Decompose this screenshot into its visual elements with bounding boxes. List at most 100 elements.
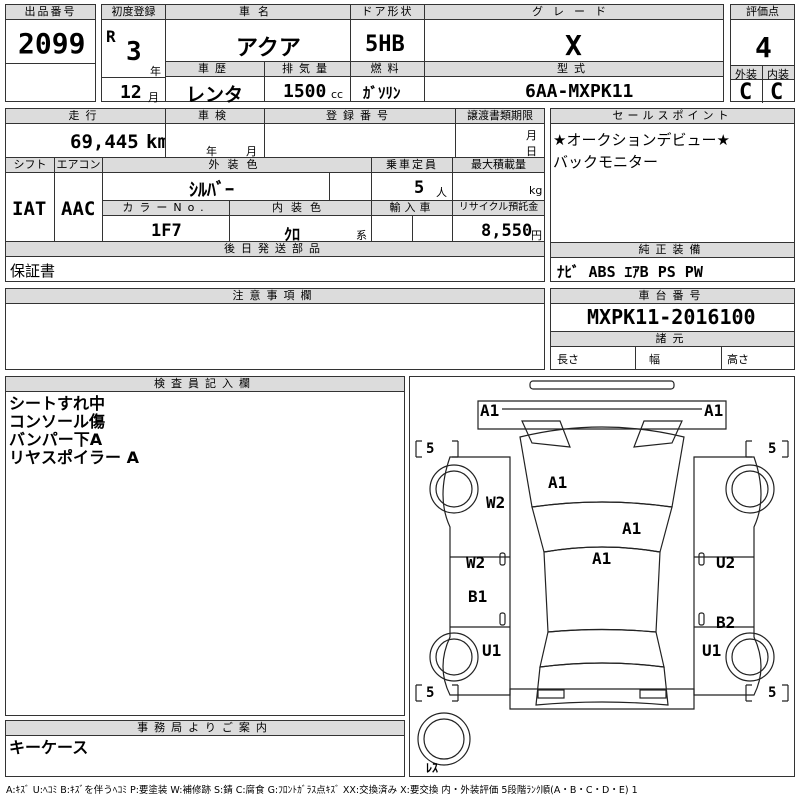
mileage-value: 69,445: [70, 131, 139, 153]
notes-cell: 注意事項欄: [5, 288, 545, 370]
max-load-label: 最大積載量: [453, 158, 544, 173]
mark-u1-right: U1: [702, 641, 722, 660]
later-parts-value: 保証書: [10, 262, 56, 280]
mark-a1-hood: A1: [548, 473, 568, 492]
aircon-value: AAC: [61, 198, 96, 220]
displacement-value: 1500: [283, 81, 327, 102]
month-value: 12: [120, 82, 142, 103]
int-color-unit: 系: [356, 229, 367, 242]
inspector-cell: 検査員記入欄 シートすれ中 コンソール傷 バンパー下A リヤスポイラー A: [5, 376, 405, 716]
fuel-value: ｶﾞｿﾘﾝ: [363, 84, 401, 102]
model-cell: 型式 6AA-MXPK11: [424, 61, 724, 102]
ext-color-value: ｼﾙﾊﾞｰ: [189, 180, 234, 201]
office-value: キーケース: [9, 738, 89, 757]
chassis-label: 車台番号: [551, 289, 794, 304]
score-label: 評価点: [731, 5, 794, 20]
transfer-month-unit: 月: [526, 129, 537, 142]
first-registration-label: 初度登録: [102, 5, 165, 20]
inspector-label: 検査員記入欄: [6, 377, 404, 392]
car-diagram: A1 A1 A1 W2 A1 A1 W2 U2 B1 B2 U1 U1 5 5 …: [409, 376, 795, 777]
shift-value: IAT: [12, 198, 47, 220]
max-load-cell: 最大積載量 kg: [452, 157, 545, 201]
chassis-value: MXPK11-2016100: [587, 305, 756, 329]
int-color-cell: 内装色 ｸﾛ 系: [229, 200, 372, 244]
lot-number-cell: 出品番号 2099: [5, 4, 96, 102]
inspection-month-unit: 月: [246, 145, 257, 158]
grade-value: X: [565, 29, 582, 62]
mark-a1-windshield: A1: [622, 519, 642, 538]
inspector-line: コンソール傷: [9, 412, 106, 431]
era-value: R: [106, 27, 116, 46]
shift-cell: シフト IAT: [5, 157, 55, 242]
mark-a1-roof: A1: [592, 549, 612, 568]
shift-label: シフト: [6, 158, 54, 173]
selling-point-line: バックモニター: [553, 153, 659, 171]
registration-label: 登録番号: [265, 109, 455, 124]
door-label: ドア形状: [351, 5, 424, 20]
int-score-value: C: [770, 80, 784, 105]
mark-w2-front-door: W2: [466, 553, 486, 572]
equipment-cell: 純正装備 ﾅﾋﾞ ABS ｴｱB PS PW: [550, 242, 795, 282]
recycle-label: リサイクル預託金: [453, 201, 544, 216]
inspector-line: リヤスポイラー A: [9, 448, 139, 467]
mark-u1-left: U1: [482, 641, 502, 660]
inspector-line: シートすれ中: [9, 394, 106, 413]
int-color-value: ｸﾛ: [284, 225, 301, 244]
spare-tire-status: ﾚｽ: [426, 761, 439, 775]
inspection-cell: 車検 年 月: [165, 108, 265, 158]
mark-u2-front-door: U2: [716, 553, 736, 572]
fuel-cell: 燃料 ｶﾞｿﾘﾝ: [350, 61, 425, 102]
grade-label: グレード: [425, 5, 723, 20]
mark-w2-left: W2: [486, 493, 506, 512]
mileage-cell: 走行 69,445 km: [5, 108, 169, 158]
inspection-year-unit: 年: [206, 145, 217, 158]
inspector-line: バンパー下A: [9, 430, 103, 449]
displacement-cell: 排気量 1500 cc: [264, 61, 351, 102]
mark-b2-rear-door: B2: [716, 613, 736, 632]
ext-score-label: 外装: [735, 68, 757, 81]
inspection-label: 車検: [166, 109, 264, 124]
capacity-label: 乗車定員: [372, 158, 452, 173]
ext-score-value: C: [739, 80, 753, 105]
tire-depth-rear-left: 5: [426, 685, 435, 701]
mark-a1-front-left: A1: [480, 401, 500, 420]
grade-cell: グレード X: [424, 4, 724, 62]
history-label: 車歴: [166, 62, 264, 77]
legend: A:ｷｽﾞ U:ﾍｺﾐ B:ｷｽﾞを伴うﾍｺﾐ P:要塗装 W:補修跡 S:錆 …: [6, 785, 638, 796]
displacement-label: 排気量: [265, 62, 350, 77]
score-value: 4: [755, 31, 772, 64]
equipment-value: ﾅﾋﾞ ABS ｴｱB PS PW: [557, 263, 703, 281]
car-name-value: アクア: [236, 36, 301, 61]
model-value: 6AA-MXPK11: [525, 81, 634, 102]
recycle-cell: リサイクル預託金 8,550 円: [452, 200, 545, 242]
aircon-cell: エアコン AAC: [54, 157, 103, 242]
selling-point-line: ★オークションデビュー★: [553, 131, 730, 149]
equipment-label: 純正装備: [551, 243, 794, 258]
import-label: 輸入車: [372, 201, 452, 216]
month-unit: 月: [148, 91, 159, 104]
color-no-label: カラーNo.: [103, 201, 229, 216]
import-cell: 輸入車: [371, 200, 453, 242]
year-unit: 年: [150, 65, 161, 78]
later-parts-label: 後日発送部品: [6, 242, 544, 257]
recycle-unit: 円: [531, 229, 542, 242]
model-label: 型式: [425, 62, 723, 77]
mileage-unit: km: [146, 131, 169, 153]
transfer-cell: 譲渡書類期限 月 日: [455, 108, 545, 158]
door-cell: ドア形状 5HB: [350, 4, 425, 62]
int-score-label: 内装: [767, 68, 789, 81]
int-color-label: 内装色: [230, 201, 371, 216]
transfer-day-unit: 日: [526, 145, 537, 158]
lot-number-value: 2099: [18, 27, 86, 60]
capacity-cell: 乗車定員 5 人: [371, 157, 453, 201]
capacity-value: 5: [414, 178, 425, 198]
transfer-label: 譲渡書類期限: [456, 109, 544, 124]
mileage-label: 走行: [6, 109, 165, 124]
lot-number-label: 出品番号: [6, 5, 95, 20]
capacity-unit: 人: [436, 186, 447, 199]
fuel-label: 燃料: [351, 62, 424, 77]
office-cell: 事務局よりご案内 キーケース: [5, 720, 405, 777]
ext-color-cell: 外装色 ｼﾙﾊﾞｰ: [102, 157, 372, 201]
displacement-unit: cc: [331, 88, 344, 101]
spec-height: 高さ: [727, 353, 749, 366]
